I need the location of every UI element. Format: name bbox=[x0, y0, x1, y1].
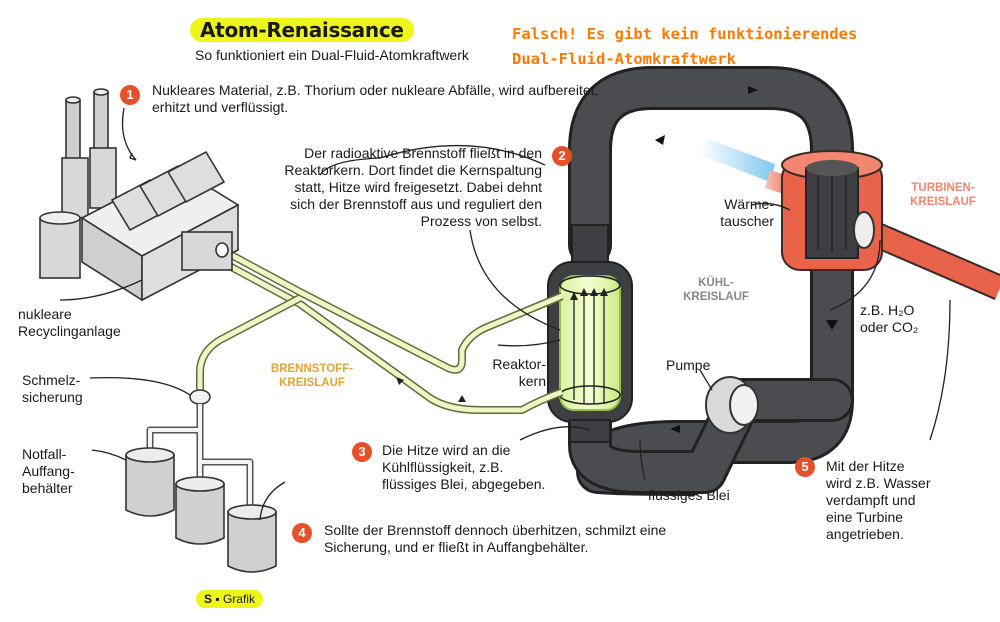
fuse-and-tanks bbox=[125, 389, 277, 573]
step-badge: 1 bbox=[120, 85, 140, 105]
credit-badge: S ▪ Grafik bbox=[196, 590, 263, 608]
label-line: oder CO₂ bbox=[860, 319, 919, 335]
recycling-plant-label: nukleare Recyclinganlage bbox=[18, 306, 121, 340]
step-badge: 5 bbox=[795, 457, 815, 477]
step-text-line: angetrieben. bbox=[826, 526, 904, 542]
reactor-core bbox=[547, 224, 633, 443]
cold-flow-arrow bbox=[700, 138, 775, 182]
step-text-line: Sicherung, und er fließt in Auffangbehäl… bbox=[324, 539, 589, 555]
step-text: Der radioaktive Brennstoff fließt in den… bbox=[266, 145, 542, 230]
step-text: Sollte der Brennstoff dennoch überhitzen… bbox=[324, 522, 666, 556]
label-line: TURBINEN- bbox=[911, 182, 975, 194]
correction-note-line: Dual-Fluid-Atomkraftwerk bbox=[512, 50, 736, 68]
step-text: Nukleares Material, z.B. Thorium oder nu… bbox=[152, 82, 598, 116]
label-line: Wärme- bbox=[724, 196, 774, 212]
step-text: Die Hitze wird an die Kühlflüssigkeit, z… bbox=[382, 442, 545, 493]
step-text-line: Sollte der Brennstoff dennoch überhitzen… bbox=[324, 522, 667, 538]
medium-label: z.B. H₂O oder CO₂ bbox=[860, 302, 918, 336]
fuse-label: Schmelz- sicherung bbox=[22, 372, 83, 406]
step-badge: 4 bbox=[292, 523, 312, 543]
page-title: Atom-Renaissance bbox=[190, 18, 414, 42]
emergency-tank-label: Notfall- Auffang- behälter bbox=[22, 446, 75, 497]
step-text-line: sich der Brennstoff aus und reguliert de… bbox=[290, 196, 542, 212]
label-line: KREISLAUF bbox=[910, 196, 976, 208]
label-line: KREISLAUF bbox=[279, 377, 345, 389]
label-line: Notfall- bbox=[22, 446, 67, 462]
step-text-line: Die Hitze wird an die bbox=[382, 442, 511, 458]
step-text-line: Der radioaktive Brennstoff fließt in den bbox=[304, 145, 542, 161]
step-text-line: Prozess von selbst. bbox=[420, 213, 542, 229]
step-text-line: flüssiges Blei, abgegeben. bbox=[382, 476, 546, 492]
label-line: behälter bbox=[22, 480, 73, 496]
step-text-line: Kühlflüssigkeit, z.B. bbox=[382, 459, 504, 475]
page-subtitle: So funktioniert ein Dual-Fluid-Atomkraft… bbox=[195, 47, 469, 63]
heat-exchanger-label: Wärme- tauscher bbox=[702, 196, 774, 230]
label-line: Schmelz- bbox=[22, 372, 81, 388]
leader-lines bbox=[59, 107, 951, 521]
label-line: nukleare bbox=[18, 306, 72, 322]
step-text: Mit der Hitze wird z.B. Wasser verdampft… bbox=[826, 458, 931, 543]
turbine-loop-label: TURBINEN- KREISLAUF bbox=[898, 181, 988, 209]
credit-text: Grafik bbox=[222, 592, 255, 606]
step-badge: 3 bbox=[352, 442, 372, 462]
step-badge: 2 bbox=[552, 146, 572, 166]
step-text-line: statt, Hitze wird freigesetzt. Dabei deh… bbox=[294, 179, 542, 195]
correction-note-line: Falsch! Es gibt kein funktionierendes bbox=[512, 25, 858, 43]
pump-label: Pumpe bbox=[666, 357, 711, 373]
label-line: BRENNSTOFF- bbox=[270, 363, 354, 375]
label-line: z.B. H₂O bbox=[860, 302, 915, 318]
label-line: sicherung bbox=[22, 389, 83, 405]
step-text-line: erhitzt und verflüssigt. bbox=[152, 99, 289, 115]
correction-note: Falsch! Es gibt kein funktionierendes Du… bbox=[512, 22, 857, 72]
turbine-pipe bbox=[864, 220, 1000, 300]
label-line: Auffang- bbox=[22, 463, 75, 479]
fuel-loop-label: BRENNSTOFF- KREISLAUF bbox=[262, 362, 362, 390]
label-line: KÜHL- bbox=[698, 277, 734, 289]
cooling-loop-label: KÜHL- KREISLAUF bbox=[676, 276, 756, 304]
label-line: tauscher bbox=[720, 213, 774, 229]
step-text-line: wird z.B. Wasser bbox=[826, 475, 931, 491]
pump bbox=[705, 376, 759, 434]
label-line: kern bbox=[518, 373, 546, 389]
core-label: Reaktor- kern bbox=[486, 356, 546, 390]
recycling-plant bbox=[39, 88, 240, 302]
step-text-line: eine Turbine bbox=[826, 509, 904, 525]
label-line: KREISLAUF bbox=[683, 291, 749, 303]
heat-exchanger bbox=[781, 150, 883, 271]
label-line: Recyclinganlage bbox=[18, 323, 121, 339]
step-text-line: verdampft und bbox=[826, 492, 916, 508]
step-text-line: Nukleares Material, z.B. Thorium oder nu… bbox=[152, 82, 599, 98]
step-text-line: Reaktorkern. Dort findet die Kernspaltun… bbox=[284, 162, 542, 178]
step-text-line: Mit der Hitze bbox=[826, 458, 905, 474]
lead-label: flüssiges Blei bbox=[648, 487, 730, 503]
label-line: Reaktor- bbox=[492, 356, 546, 372]
fuel-pipes bbox=[196, 246, 564, 414]
credit-logo: S bbox=[204, 592, 213, 606]
